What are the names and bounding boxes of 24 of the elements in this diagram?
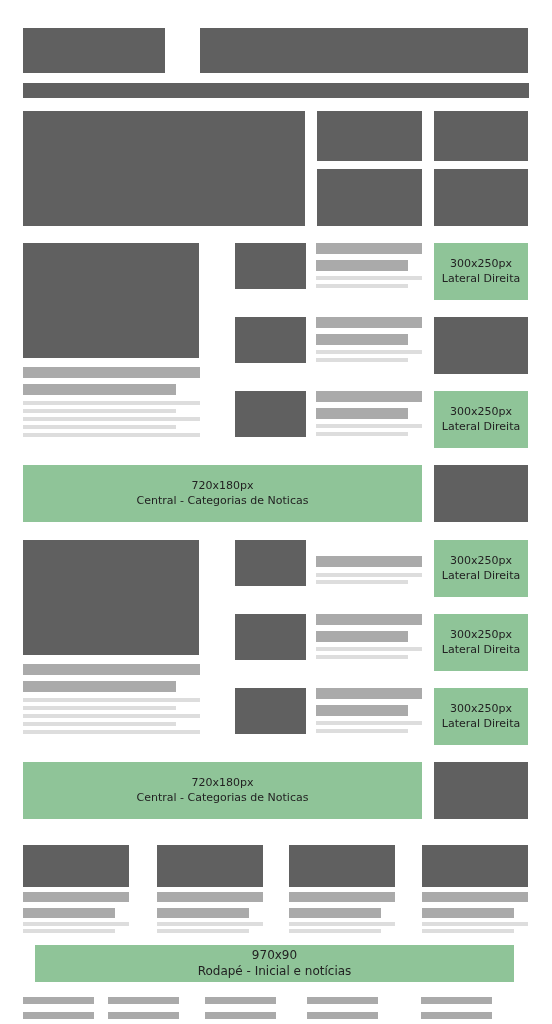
slot-label: Rodapé - Inicial e notícias [197,963,352,980]
ad-slot [434,614,528,671]
ad-slot [35,945,514,982]
size-label: 300x250px [450,405,512,420]
size-label: 970x90 [251,947,298,964]
slot-label: Central - Categorias de Noticas [136,790,309,805]
slot-label: Central - Categorias de Noticas [136,493,309,508]
slot-label: Lateral Direita [441,568,521,583]
ad-slot [434,688,528,745]
size-label: 720x180px [191,479,254,494]
size-label: 300x250px [450,702,512,717]
size-label: 300x250px [450,257,512,272]
slot-label: Lateral Direita [441,642,521,657]
size-label: 300x250px [450,628,512,643]
size-label: 720x180px [191,776,254,791]
ad-slot [23,465,422,522]
slot-label: Lateral Direita [441,271,521,286]
ad-slot [434,243,528,300]
ad-slot [23,762,422,819]
slot-label: Lateral Direita [441,716,521,731]
ad-slot [434,391,528,448]
size-label: 300x250px [450,554,512,569]
slot-label: Lateral Direita [441,419,521,434]
ad-slot [434,540,528,597]
